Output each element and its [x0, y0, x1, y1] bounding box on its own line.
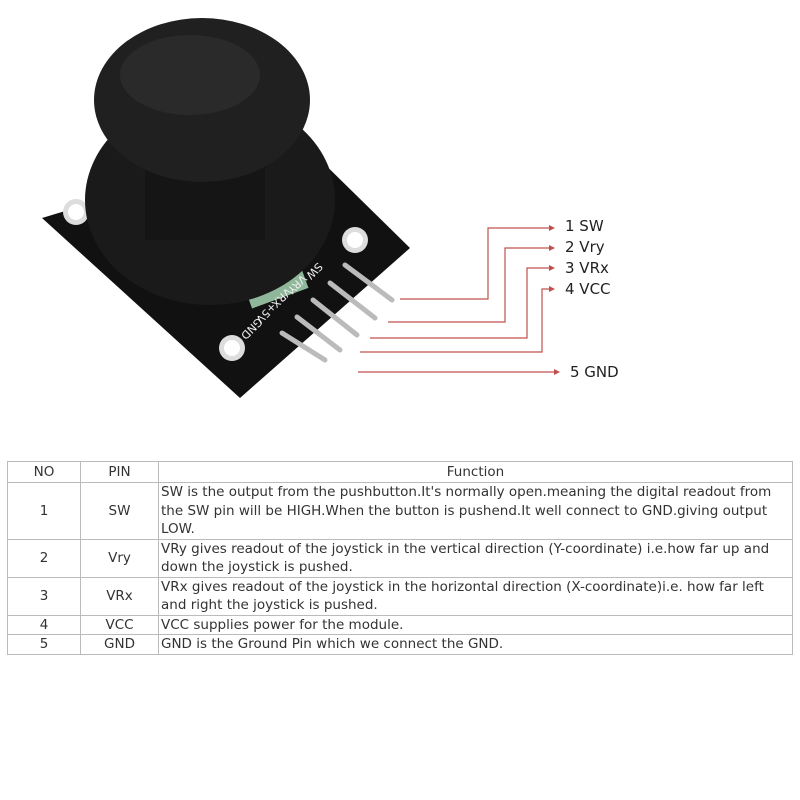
cell-pin: SW [80, 482, 159, 540]
joystick-module-image: SW VRY VRX +5V GND [42, 18, 410, 398]
cell-function: VCC supplies power for the module. [158, 614, 793, 635]
table-header-row: NO PIN Function [7, 461, 793, 483]
pin-label-gnd: 5 GND [570, 363, 619, 381]
header-function: Function [158, 461, 793, 483]
pin-leader-lines [358, 227, 555, 373]
pin-label-vrx: 3 VRx [565, 259, 609, 277]
pin-label-vry: 2 Vry [565, 238, 605, 256]
cell-no: 4 [7, 614, 81, 635]
pin-label-sw: 1 SW [565, 217, 604, 235]
cell-function: VRy gives readout of the joystick in the… [158, 538, 793, 578]
cell-function: GND is the Ground Pin which we connect t… [158, 634, 793, 655]
cell-pin: VRx [80, 576, 159, 616]
cell-pin: Vry [80, 538, 159, 578]
header-no: NO [7, 461, 81, 483]
cell-no: 3 [7, 576, 81, 616]
cell-pin: VCC [80, 614, 159, 635]
cell-pin: GND [80, 634, 159, 655]
cell-no: 2 [7, 538, 81, 578]
pin-function-table: NO PIN Function 1 SW SW is the output fr… [7, 461, 793, 655]
joystick-module-diagram: SW VRY VRX +5V GND [42, 18, 560, 398]
cell-no: 1 [7, 482, 81, 540]
table-row: 2 Vry VRy gives readout of the joystick … [7, 538, 793, 578]
header-pin: PIN [80, 461, 159, 483]
pin-label-vcc: 4 VCC [565, 280, 611, 298]
table-row: 3 VRx VRx gives readout of the joystick … [7, 576, 793, 616]
cell-function: VRx gives readout of the joystick in the… [158, 576, 793, 616]
cell-no: 5 [7, 634, 81, 655]
table-row: 5 GND GND is the Ground Pin which we con… [7, 634, 793, 655]
table-row: 1 SW SW is the output from the pushbutto… [7, 482, 793, 540]
table-row: 4 VCC VCC supplies power for the module. [7, 614, 793, 635]
cell-function: SW is the output from the pushbutton.It'… [158, 482, 793, 540]
